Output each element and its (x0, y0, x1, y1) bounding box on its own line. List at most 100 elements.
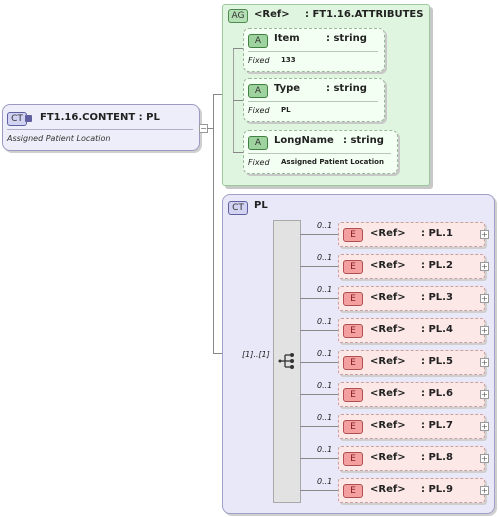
expand-toggle[interactable]: + (480, 390, 489, 399)
element-connector (300, 490, 338, 491)
element-multiplicity: 0..1 (317, 445, 333, 454)
complex-type-badge: CT (7, 112, 27, 126)
content-node[interactable]: CT FT1.16.CONTENT : PL Assigned Patient … (2, 104, 200, 151)
element-ref: <Ref> (370, 388, 406, 399)
element-ref: <Ref> (370, 228, 406, 239)
attribute-group-badge: AG (228, 9, 248, 23)
attribute-group-name: : FT1.16.ATTRIBUTES (305, 9, 424, 20)
content-separator (7, 129, 193, 130)
element-multiplicity: 0..1 (317, 253, 333, 262)
element-box[interactable]: E <Ref> : PL.6 (338, 382, 485, 407)
expand-icon (25, 115, 32, 122)
element-name: : PL.2 (421, 260, 453, 271)
element-box[interactable]: E <Ref> : PL.8 (338, 446, 485, 471)
group-inner-branch-2 (233, 100, 243, 101)
element-badge: E (343, 260, 363, 274)
element-name: : PL.4 (421, 324, 453, 335)
complex-type-badge: CT (228, 201, 248, 215)
connector-main (207, 128, 214, 129)
attribute-type: : string (343, 135, 384, 146)
element-connector (300, 362, 338, 363)
attribute-type: : string (326, 33, 367, 44)
element-connector (300, 458, 338, 459)
element-ref: <Ref> (370, 324, 406, 335)
element-connector (300, 234, 338, 235)
element-name: : PL.3 (421, 292, 453, 303)
element-box[interactable]: E <Ref> : PL.3 (338, 286, 485, 311)
element-badge: E (343, 228, 363, 242)
attribute-name: LongName (274, 135, 334, 146)
expand-toggle[interactable]: + (480, 486, 489, 495)
expand-toggle[interactable]: + (480, 454, 489, 463)
element-connector (300, 330, 338, 331)
element-name: : PL.5 (421, 356, 453, 367)
element-name: : PL.6 (421, 388, 453, 399)
attribute-separator (248, 153, 391, 154)
element-badge: E (343, 484, 363, 498)
element-box[interactable]: E<Ref>: PL.9 (338, 478, 485, 503)
element-connector (300, 394, 338, 395)
connector-trunk (213, 94, 214, 354)
group-inner-branch-1 (233, 48, 243, 49)
element-multiplicity: 0..1 (317, 349, 333, 358)
element-badge: E (343, 420, 363, 434)
element-connector (300, 426, 338, 427)
expand-toggle[interactable]: + (480, 294, 489, 303)
attribute-group-ref: <Ref> (254, 9, 290, 20)
element-box[interactable]: E <Ref> : PL.4 (338, 318, 485, 343)
sequence-compositor[interactable] (273, 220, 301, 503)
sequence-icon (278, 353, 294, 369)
element-name: : PL.1 (421, 228, 453, 239)
sequence-multiplicity: [1]..[1] (242, 350, 270, 359)
element-ref: <Ref> (370, 484, 406, 495)
element-multiplicity: 0..1 (317, 381, 333, 390)
fixed-value: Assigned Patient Location (281, 158, 384, 166)
element-box[interactable]: E <Ref> : PL.1 (338, 222, 485, 247)
attribute-item[interactable]: A Item : string Fixed 133 (243, 28, 385, 72)
element-name: : PL.7 (421, 420, 453, 431)
content-title: FT1.16.CONTENT : PL (40, 112, 160, 123)
fixed-label: Fixed (248, 106, 270, 115)
element-multiplicity: 0..1 (317, 317, 333, 326)
element-ref: <Ref> (370, 292, 406, 303)
connector-to-group (213, 94, 222, 95)
attribute-type: : string (326, 83, 367, 94)
attribute-badge: A (248, 84, 268, 98)
element-ref: <Ref> (370, 452, 406, 463)
element-multiplicity: 0..1 (317, 477, 333, 486)
attribute-longname[interactable]: A LongName : string Fixed Assigned Patie… (243, 130, 398, 174)
element-ref: <Ref> (370, 260, 406, 271)
attribute-type-attr[interactable]: A Type : string Fixed PL (243, 78, 385, 122)
element-box[interactable]: E <Ref> : PL.7 (338, 414, 485, 439)
element-badge: E (343, 324, 363, 338)
expand-toggle[interactable]: + (480, 358, 489, 367)
element-multiplicity: 0..1 (317, 413, 333, 422)
element-connector (300, 298, 338, 299)
attribute-badge: A (248, 136, 268, 150)
attribute-name: Type (274, 83, 301, 94)
complex-type-name: PL (254, 200, 268, 211)
fixed-label: Fixed (248, 56, 270, 65)
attribute-separator (248, 101, 378, 102)
expand-toggle[interactable]: + (480, 326, 489, 335)
expand-toggle[interactable]: + (480, 262, 489, 271)
element-box[interactable]: E <Ref> : PL.2 (338, 254, 485, 279)
attribute-separator (248, 51, 378, 52)
content-description: Assigned Patient Location (7, 134, 111, 143)
expand-toggle[interactable]: + (480, 230, 489, 239)
element-name: : PL.8 (421, 452, 453, 463)
element-ref: <Ref> (370, 420, 406, 431)
element-multiplicity: 0..1 (317, 285, 333, 294)
element-badge: E (343, 388, 363, 402)
element-ref: <Ref> (370, 356, 406, 367)
expand-toggle[interactable]: + (480, 422, 489, 431)
fixed-value: 133 (281, 56, 296, 64)
attribute-name: Item (274, 33, 300, 44)
element-badge: E (343, 356, 363, 370)
group-inner-branch-3 (233, 152, 243, 153)
attribute-badge: A (248, 34, 268, 48)
element-multiplicity: 0..1 (317, 221, 333, 230)
element-badge: E (343, 292, 363, 306)
element-badge: E (343, 452, 363, 466)
element-box[interactable]: E <Ref> : PL.5 (338, 350, 485, 375)
